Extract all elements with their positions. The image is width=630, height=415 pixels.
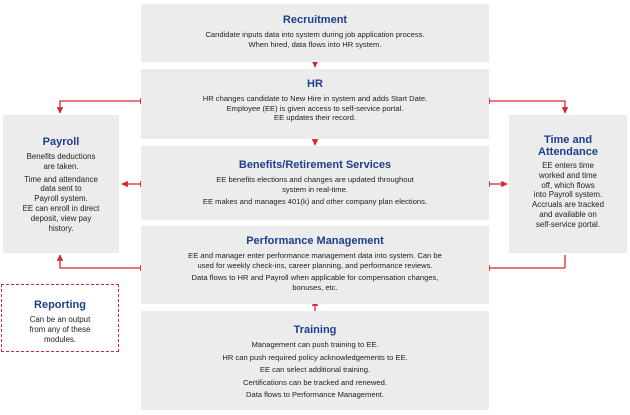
arrow-hr-time: [483, 97, 569, 114]
training-line: Data flows to Performance Management.: [245, 390, 385, 399]
benefits-title: Benefits/Retirement Services: [238, 159, 392, 171]
time-attendance-title: Attendance: [538, 145, 598, 158]
payroll-line: data sent to: [40, 184, 82, 194]
payroll-line: deposit, view pay: [30, 213, 92, 223]
hr-line: HR changes candidate to New Hire in syst…: [202, 94, 428, 103]
time-attendance-line: into Payroll system.: [533, 190, 603, 200]
time-attendance-line: Accruals are tracked: [532, 200, 604, 210]
reporting-line: Can be an output: [29, 315, 91, 324]
benefits-line: system in real-time.: [282, 184, 348, 194]
hr-line: EE updates their record.: [274, 113, 356, 122]
reporting-box: Reporting Can be an output from any of t…: [1, 284, 119, 352]
arrow-performance-payroll: [56, 254, 147, 272]
training-line: Management can push training to EE.: [251, 340, 379, 349]
reporting-line: modules.: [43, 334, 77, 344]
payroll-line: history.: [48, 223, 74, 233]
recruitment-line: When hired, data flows into HR system.: [248, 39, 382, 49]
reporting-line: from any of these: [29, 324, 91, 334]
benefits-line: EE benefits elections and changes are up…: [216, 175, 414, 184]
training-line: Certifications can be tracked and renewe…: [243, 377, 387, 387]
time-attendance-box: Time and Attendance EE enters time worke…: [509, 115, 627, 253]
time-attendance-line: and available on: [539, 209, 597, 219]
payroll-line: EE can enroll in direct: [22, 203, 100, 213]
performance-line: bonuses, etc.: [292, 282, 338, 292]
payroll-title: Payroll: [42, 136, 80, 148]
recruitment-title: Recruitment: [282, 14, 348, 26]
training-line: EE can select additional training.: [259, 365, 371, 374]
recruitment-line: Candidate inputs data into system during…: [205, 30, 425, 39]
performance-line: used for weekly check-ins, career planni…: [197, 260, 433, 270]
training-line: HR can push required policy acknowledgem…: [222, 352, 408, 362]
recruitment-box: Recruitment Candidate inputs data into s…: [141, 4, 489, 62]
payroll-line: Payroll system.: [34, 194, 88, 204]
time-attendance-line: off, which flows: [541, 180, 595, 190]
performance-title: Performance Management: [246, 235, 384, 247]
payroll-line: Time and attendance: [24, 174, 98, 184]
time-attendance-line: self-service portal.: [535, 219, 601, 229]
hr-title: HR: [307, 78, 323, 90]
hr-box: HR HR changes candidate to New Hire in s…: [141, 69, 489, 139]
hr-line: Employee (EE) is given access to self-se…: [226, 103, 404, 113]
time-attendance-line: EE enters time: [542, 161, 594, 170]
benefits-line: EE makes and manages 401(k) and other co…: [202, 197, 428, 206]
performance-line: EE and manager enter performance managem…: [188, 251, 442, 260]
performance-line: Data flows to HR and Payroll when applic…: [191, 273, 439, 282]
payroll-box: Payroll Benefits deductions are taken. T…: [3, 115, 119, 253]
training-title: Training: [293, 324, 337, 336]
performance-box: Performance Management EE and manager en…: [141, 226, 489, 304]
training-box: Training Management can push training to…: [141, 311, 489, 410]
reporting-title: Reporting: [34, 299, 86, 311]
payroll-line: Benefits deductions: [26, 152, 96, 161]
payroll-line: are taken.: [43, 161, 79, 171]
benefits-box: Benefits/Retirement Services EE benefits…: [141, 146, 489, 220]
arrow-hr-payroll: [56, 97, 147, 114]
time-attendance-title: Time and: [543, 134, 593, 146]
time-attendance-line: worked and time: [539, 170, 597, 180]
